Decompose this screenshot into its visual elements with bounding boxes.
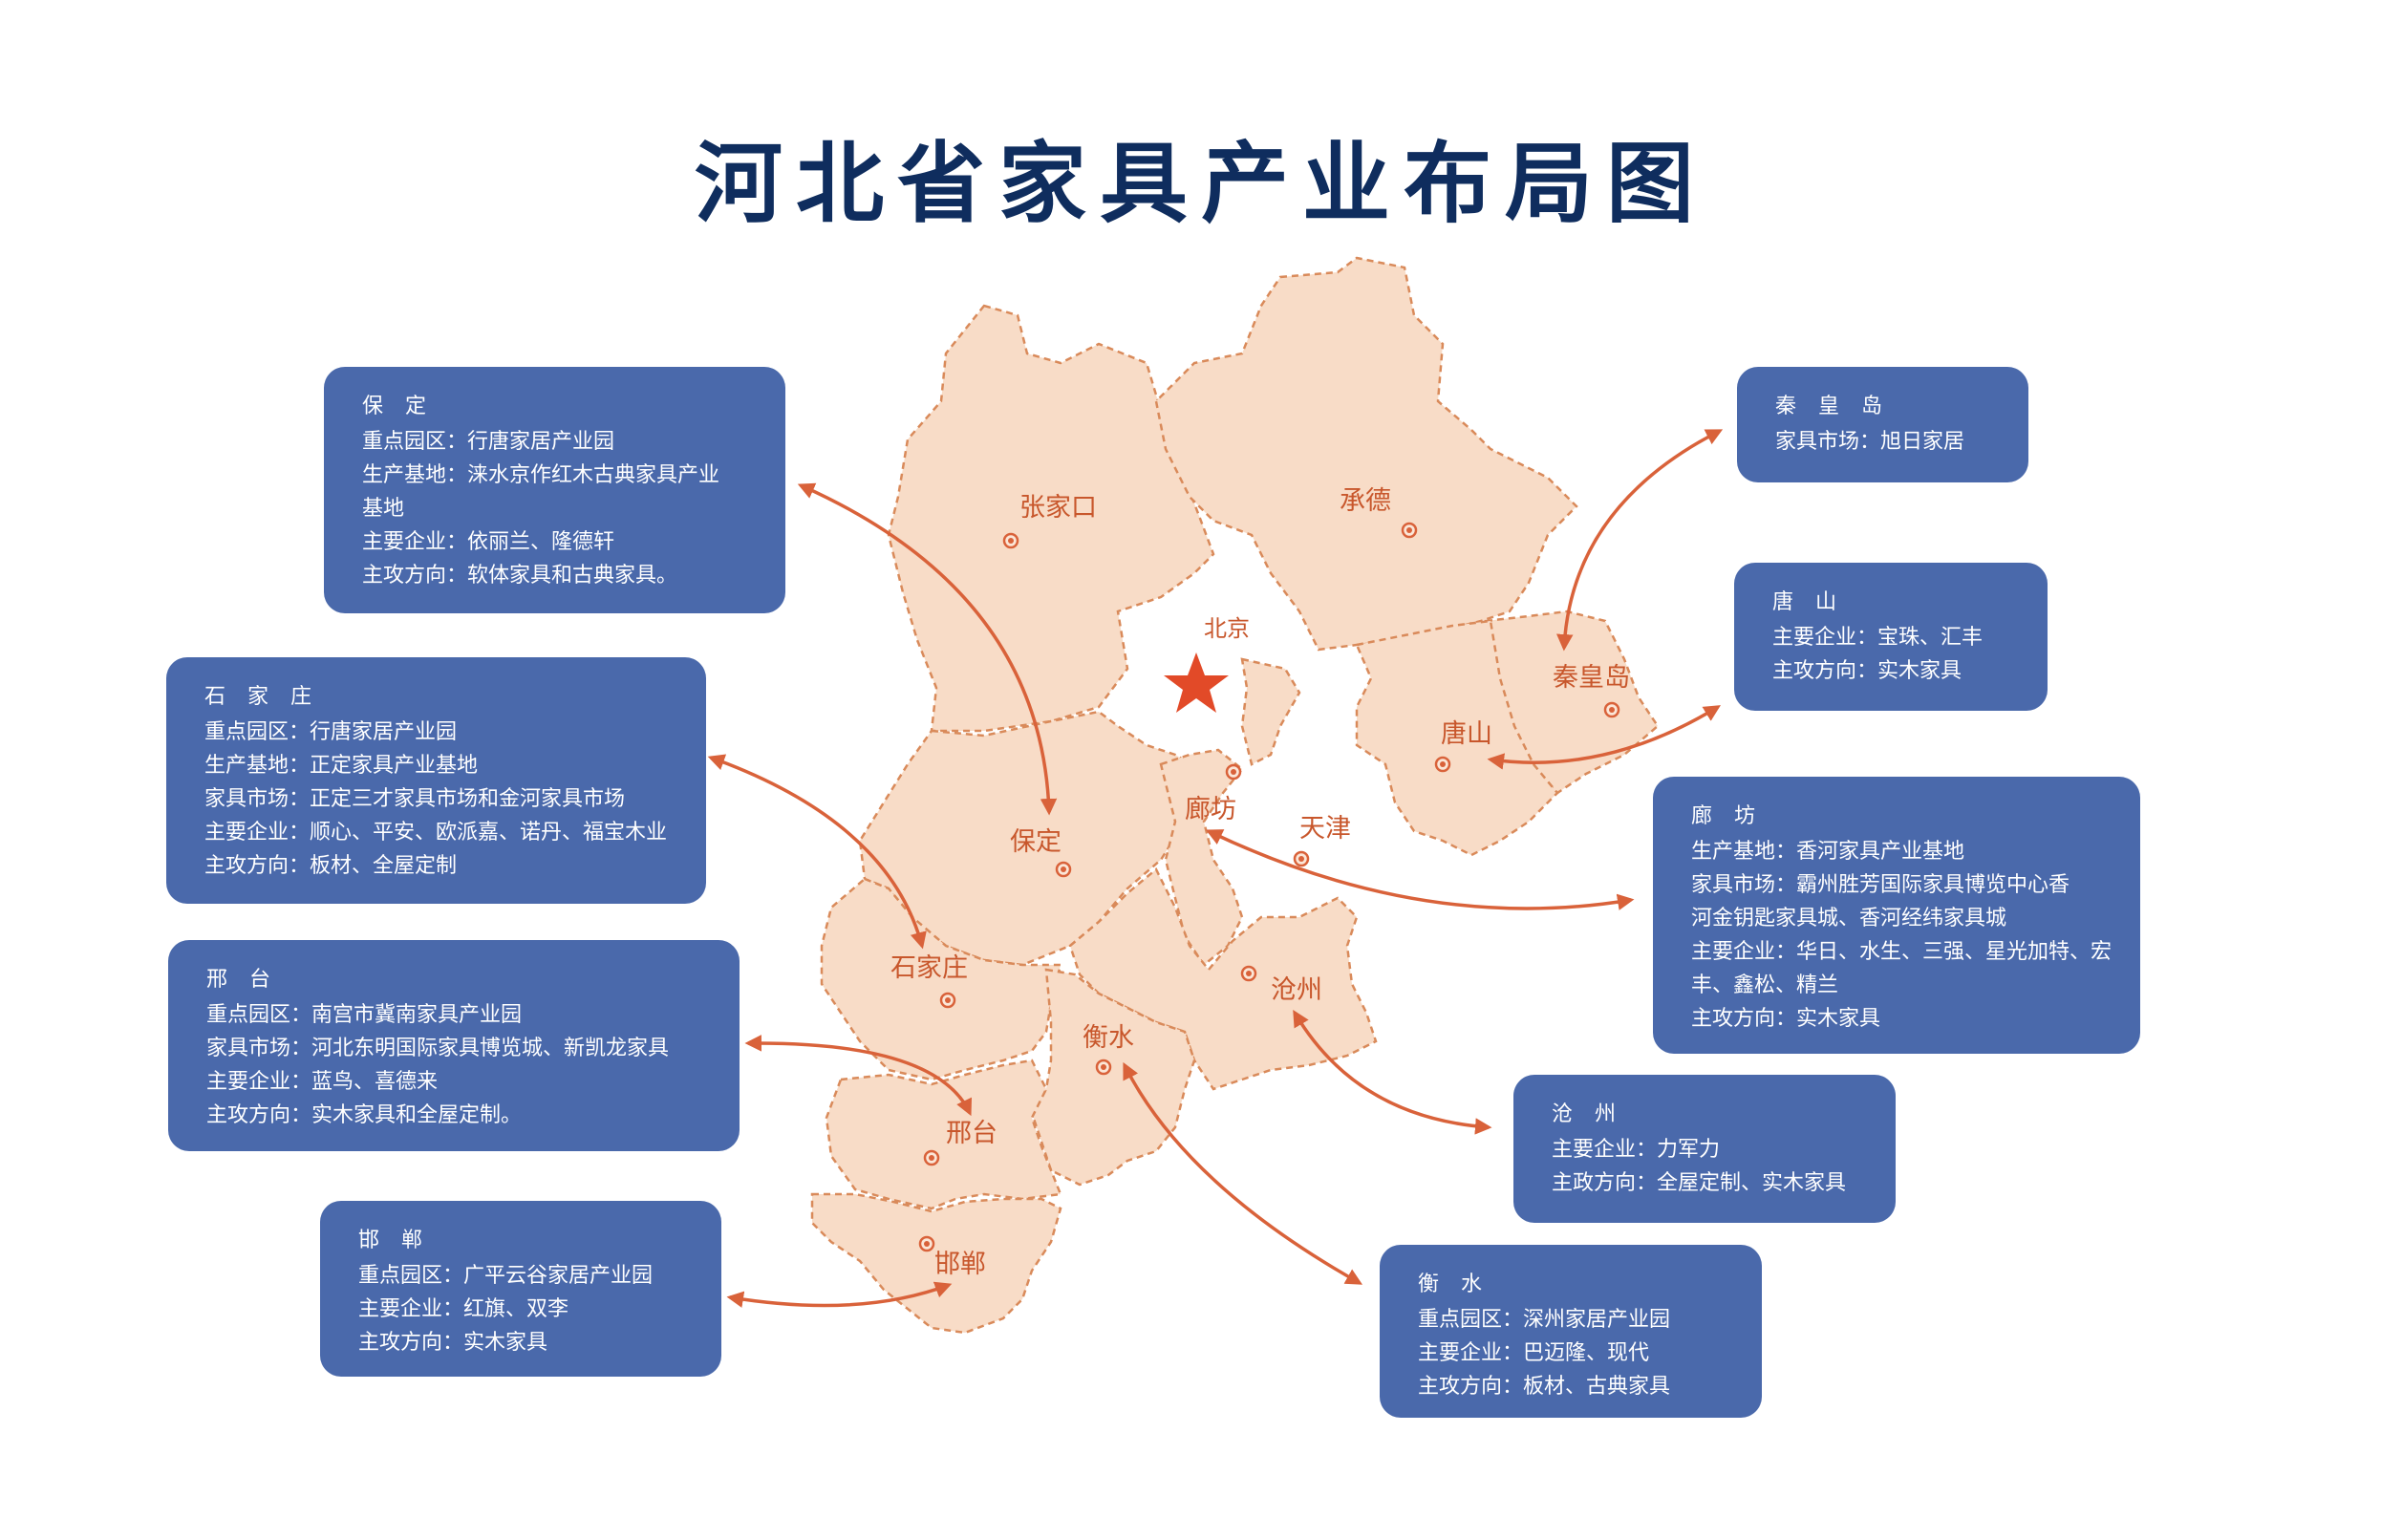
info-box-langfang: 廊 坊生产基地：香河家具产业基地家具市场：霸州胜芳国际家具博览中心香河金钥匙家具… [1653,777,2140,1054]
info-box-line: 重点园区：行唐家居产业园 [362,430,615,454]
info-box-line: 生产基地：正定家具产业基地 [204,754,479,778]
info-box-line: 河金钥匙家具城、香河经纬家具城 [1691,907,2007,930]
info-box-line: 生产基地：涞水京作红木古典家具产业 [362,463,720,487]
region-tianjin-dummy [1240,657,1301,766]
info-box-line: 主攻方向：软体家具和古典家具。 [362,564,678,588]
arrow-xingtai [744,1035,972,1117]
info-box-line: 主攻方向：板材、古典家具 [1418,1375,1671,1399]
arrow-handan [726,1281,953,1308]
info-box-line: 重点园区：南宫市冀南家具产业园 [206,1003,523,1027]
info-box-line: 基地 [362,497,405,521]
arrow-qinhuangdao [1556,429,1724,652]
arrow-baoding [797,482,1058,816]
label-xingtai: 邢台 [946,1119,997,1148]
label-handan: 邯郸 [934,1250,986,1279]
info-box-xingtai: 邢 台重点园区：南宫市冀南家具产业园家具市场：河北东明国际家具博览城、新凯龙家具… [168,940,740,1151]
arrow-tangshan [1487,705,1721,770]
info-box-title: 保 定 [362,395,434,418]
info-box-line: 主要企业：蓝鸟、喜德来 [206,1070,439,1094]
info-box-line: 家具市场：河北东明国际家具博览城、新凯龙家具 [206,1037,670,1060]
label-baoding: 保定 [1010,827,1062,857]
info-box-line: 主要企业：巴迈隆、现代 [1418,1341,1650,1365]
info-box-line: 主攻方向：实木家具 [1772,659,1962,683]
label-tianjin: 天津 [1299,814,1351,844]
page-title: 河北省家具产业布局图 [694,132,1707,235]
arrow-hengshui [1123,1061,1363,1285]
label-cangzhou: 沧州 [1271,975,1322,1005]
label-shijiazhuang: 石家庄 [890,953,968,983]
info-box-line: 生产基地：香河家具产业基地 [1691,840,1965,864]
info-box-line: 家具市场：正定三才家具市场和金河家具市场 [204,787,626,811]
info-box-title: 邯 郸 [358,1229,430,1252]
info-box-line: 主攻方向：实木家具 [1691,1007,1881,1031]
info-box-line: 主攻方向：板材、全屋定制 [204,854,458,878]
info-box-tangshan: 唐 山主要企业：宝珠、汇丰主攻方向：实木家具 [1734,563,2048,711]
region-handan [810,1192,1062,1335]
info-box-shijiazhuang: 石 家 庄重点园区：行唐家居产业园生产基地：正定家具产业基地家具市场：正定三才家… [166,657,706,904]
info-box-line: 家具市场：霸州胜芳国际家具博览中心香 [1691,873,2070,897]
info-box-line: 丰、鑫松、精兰 [1691,973,1839,997]
info-box-title: 秦 皇 岛 [1775,395,1890,418]
beijing-star-icon [1164,652,1229,713]
info-box-title: 衡 水 [1418,1273,1490,1296]
info-box-line: 家具市场：旭日家居 [1775,430,1965,454]
info-box-line: 重点园区：广平云谷家居产业园 [358,1264,654,1288]
info-box-line: 主政方向：全屋定制、实木家具 [1552,1171,1847,1195]
region-chengde [1154,256,1578,652]
info-box-baoding: 保 定重点园区：行唐家居产业园生产基地：涞水京作红木古典家具产业基地主要企业：依… [324,367,785,613]
label-chengde: 承德 [1340,486,1391,516]
info-box-handan: 邯 郸重点园区：广平云谷家居产业园主要企业：红旗、双李主攻方向：实木家具 [320,1201,721,1377]
info-box-title: 石 家 庄 [204,685,319,709]
arrow-langfang [1205,829,1635,910]
label-hengshui: 衡水 [1083,1023,1134,1053]
info-box-title: 廊 坊 [1691,804,1763,828]
label-zhangjiakou: 张家口 [1019,493,1097,523]
arrow-cangzhou [1293,1009,1492,1135]
info-box-line: 主要企业：红旗、双李 [358,1297,569,1321]
label-qinhuangdao: 秦皇岛 [1553,663,1630,693]
label-tangshan: 唐山 [1441,719,1492,749]
region-tangshan [1355,619,1559,857]
info-box-qinhuangdao: 秦 皇 岛家具市场：旭日家居 [1737,367,2028,482]
info-box-line: 主要企业：华日、水生、三强、星光加特、宏 [1691,940,2112,964]
info-box-line: 主要企业：顺心、平安、欧派嘉、诺丹、福宝木业 [204,821,668,845]
info-box-title: 邢 台 [206,968,278,992]
info-box-cangzhou: 沧 州主要企业：力军力主政方向：全屋定制、实木家具 [1513,1075,1896,1223]
info-box-title: 沧 州 [1552,1102,1623,1126]
info-box-line: 重点园区：深州家居产业园 [1418,1308,1671,1332]
arrow-shijiazhuang [707,754,927,950]
info-box-title: 唐 山 [1772,590,1844,614]
info-box-line: 主攻方向：实木家具和全屋定制。 [206,1103,523,1127]
info-box-line: 主要企业：依丽兰、隆德轩 [362,530,615,554]
info-box-line: 主要企业：宝珠、汇丰 [1772,626,1984,650]
info-box-hengshui: 衡 水重点园区：深州家居产业园主要企业：巴迈隆、现代主攻方向：板材、古典家具 [1380,1245,1762,1418]
info-box-line: 主攻方向：实木家具 [358,1331,548,1355]
info-box-line: 重点园区：行唐家居产业园 [204,720,458,744]
info-box-line: 主要企业：力军力 [1552,1138,1721,1162]
label-langfang: 廊坊 [1185,795,1236,824]
label-beijing: 北京 [1204,615,1250,642]
